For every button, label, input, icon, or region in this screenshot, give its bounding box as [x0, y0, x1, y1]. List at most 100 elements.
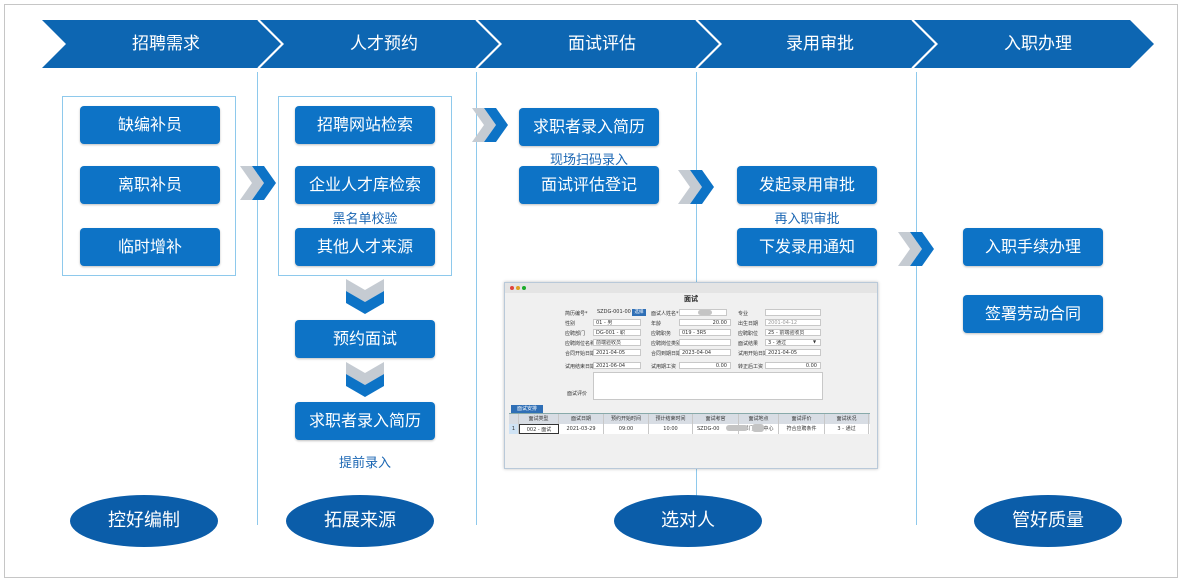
gender-field[interactable]: 01 - 男	[593, 319, 641, 326]
age-label: 年龄	[651, 321, 662, 327]
apply-post-label: 应聘职位	[738, 331, 759, 337]
stage-chevrons	[42, 19, 1154, 69]
stage-chevron-2[interactable]	[260, 20, 500, 68]
reentry-approval-note: 再入职审批	[774, 212, 840, 227]
grid-header-row: 面试类型 面试日期 预约开始时间 预计结束时间 面试考官 面试地点 面试评价 面…	[509, 414, 870, 424]
stage-label-reservation: 人才预约	[350, 34, 418, 54]
select-resume-button[interactable]: 选择	[632, 309, 646, 316]
apply-post-field[interactable]: 25 - 前端验收员	[765, 329, 821, 336]
resume-no-field[interactable]: SZDG-001-00	[597, 309, 631, 315]
book-interview-button[interactable]: 预约面试	[295, 320, 435, 358]
grid-header-evaluation[interactable]: 面试评价	[779, 414, 825, 424]
regular-wage-field[interactable]: 0.00	[765, 362, 821, 369]
interview-form-window: 面试 简历编号* SZDG-001-00 选择 面试人姓名* 专业 性别 01 …	[504, 282, 878, 469]
column-divider	[476, 72, 477, 525]
comment-label: 面试评价	[567, 391, 588, 397]
grid-header-date[interactable]: 面试日期	[559, 414, 604, 424]
table-row[interactable]: 1 002 - 面试 2021-03-29 09:00 10:00 SZDG-0…	[509, 424, 870, 434]
contract-start-field[interactable]: 2021-04-05	[593, 349, 641, 356]
cell-type[interactable]: 002 - 面试	[519, 424, 559, 434]
comment-textarea[interactable]	[593, 372, 823, 400]
stage-label-approval: 录用审批	[786, 34, 854, 54]
send-offer-button[interactable]: 下发录用通知	[737, 228, 877, 266]
birth-date-field[interactable]: 2001-04-12	[765, 319, 821, 326]
chevron-down-icon[interactable]: ▼	[813, 339, 817, 344]
post-name-label: 应聘岗位名称	[565, 341, 596, 347]
interview-evaluation-button[interactable]: 面试评估登记	[519, 166, 659, 204]
major-label: 专业	[738, 311, 749, 317]
grid-header-location[interactable]: 面试地点	[739, 414, 779, 424]
stage-chevron-4[interactable]	[698, 20, 936, 68]
cell-start[interactable]: 09:00	[604, 424, 649, 434]
form-title: 面试	[684, 295, 698, 303]
apply-dept-field[interactable]: DG-001 - 职	[593, 329, 641, 336]
blacklist-check-note: 黑名单校验	[332, 212, 398, 227]
trial-start-field[interactable]: 2021-04-05	[765, 349, 821, 356]
cell-status[interactable]: 3 - 通过	[825, 424, 869, 434]
candidate-name-label: 面试人姓名*	[651, 311, 679, 317]
oval-expand-sources: 拓展来源	[286, 495, 434, 547]
grid-header-start[interactable]: 预约开始时间	[604, 414, 649, 424]
cell-date[interactable]: 2021-03-29	[559, 424, 604, 434]
trial-end-field[interactable]: 2021-06-04	[593, 362, 641, 369]
trial-end-label: 试用结束日期	[565, 364, 596, 370]
onboarding-procedure-button[interactable]: 入职手续办理	[963, 228, 1103, 266]
cell-evaluation[interactable]: 符合应聘条件	[779, 424, 825, 434]
post-name-field[interactable]: 前端验收员	[593, 339, 641, 346]
vacancy-fill-button[interactable]: 缺编补员	[80, 106, 220, 144]
resume-no-label: 简历编号*	[565, 311, 588, 317]
row-number: 1	[509, 424, 519, 434]
candidate-name-field[interactable]	[679, 309, 727, 316]
arrow-right-icon	[678, 170, 714, 204]
regular-wage-label: 转正后工资	[738, 364, 764, 370]
post-category-field[interactable]	[679, 339, 731, 346]
stage-chevron-3[interactable]	[478, 20, 720, 68]
temporary-add-button[interactable]: 临时增补	[80, 228, 220, 266]
candidate-resume-entry-button-2[interactable]: 求职者录入简历	[519, 108, 659, 146]
contract-end-label: 合同到期日期	[651, 351, 682, 357]
form-titlebar	[505, 283, 877, 293]
interview-result-select[interactable]: 3 - 通过	[765, 339, 821, 346]
candidate-resume-entry-button[interactable]: 求职者录入简历	[295, 402, 435, 440]
start-approval-button[interactable]: 发起录用审批	[737, 166, 877, 204]
arrow-right-icon	[472, 108, 508, 142]
other-sources-button[interactable]: 其他人才来源	[295, 228, 435, 266]
arrow-right-icon	[898, 232, 934, 266]
grid-header-examiner[interactable]: 面试考官	[693, 414, 739, 424]
cell-end[interactable]: 10:00	[649, 424, 693, 434]
arrow-right-icon	[240, 166, 276, 200]
tab-interview-schedule[interactable]: 面试安排	[511, 405, 543, 413]
stage-chevron-1[interactable]	[42, 20, 282, 68]
major-field[interactable]	[765, 309, 821, 316]
grid-header-end[interactable]: 预计结束时间	[649, 414, 693, 424]
job-site-search-button[interactable]: 招聘网站检索	[295, 106, 435, 144]
trial-wage-field[interactable]: 0.00	[679, 362, 731, 369]
minimize-dot-icon[interactable]	[516, 286, 520, 290]
post-category-label: 应聘岗位类别	[651, 341, 682, 347]
stage-chevron-5[interactable]	[914, 20, 1154, 68]
grid-header-status[interactable]: 面试状况	[825, 414, 869, 424]
diagram-frame	[4, 4, 1178, 578]
onsite-scan-note: 现场扫码录入	[549, 153, 628, 168]
contract-end-field[interactable]: 2023-04-04	[679, 349, 731, 356]
sign-contract-button[interactable]: 签署劳动合同	[963, 295, 1103, 333]
apply-dept-label: 应聘部门	[565, 331, 586, 337]
resignation-fill-button[interactable]: 离职补员	[80, 166, 220, 204]
age-field[interactable]: 20.00	[679, 319, 731, 326]
maximize-dot-icon[interactable]	[522, 286, 526, 290]
contract-start-label: 合同开始日期	[565, 351, 596, 357]
grid-header-type[interactable]: 面试类型	[519, 414, 559, 424]
trial-start-label: 试用开始日期	[738, 351, 769, 357]
close-dot-icon[interactable]	[510, 286, 514, 290]
apply-job-field[interactable]: 019 - 3R5	[679, 329, 731, 336]
arrow-down-icon	[346, 362, 384, 397]
stage-label-interview: 面试评估	[568, 34, 636, 54]
trial-wage-label: 试用期工资	[651, 364, 677, 370]
interview-schedule-grid: 面试类型 面试日期 预约开始时间 预计结束时间 面试考官 面试地点 面试评价 面…	[509, 413, 870, 434]
oval-manage-quality: 管好质量	[974, 495, 1122, 547]
arrow-down-icon	[346, 279, 384, 314]
talent-pool-search-button[interactable]: 企业人才库检索	[295, 166, 435, 204]
interview-result-label: 面试结果	[738, 341, 759, 347]
blurred-location-mask	[752, 424, 764, 432]
oval-control-headcount: 控好编制	[70, 495, 218, 547]
